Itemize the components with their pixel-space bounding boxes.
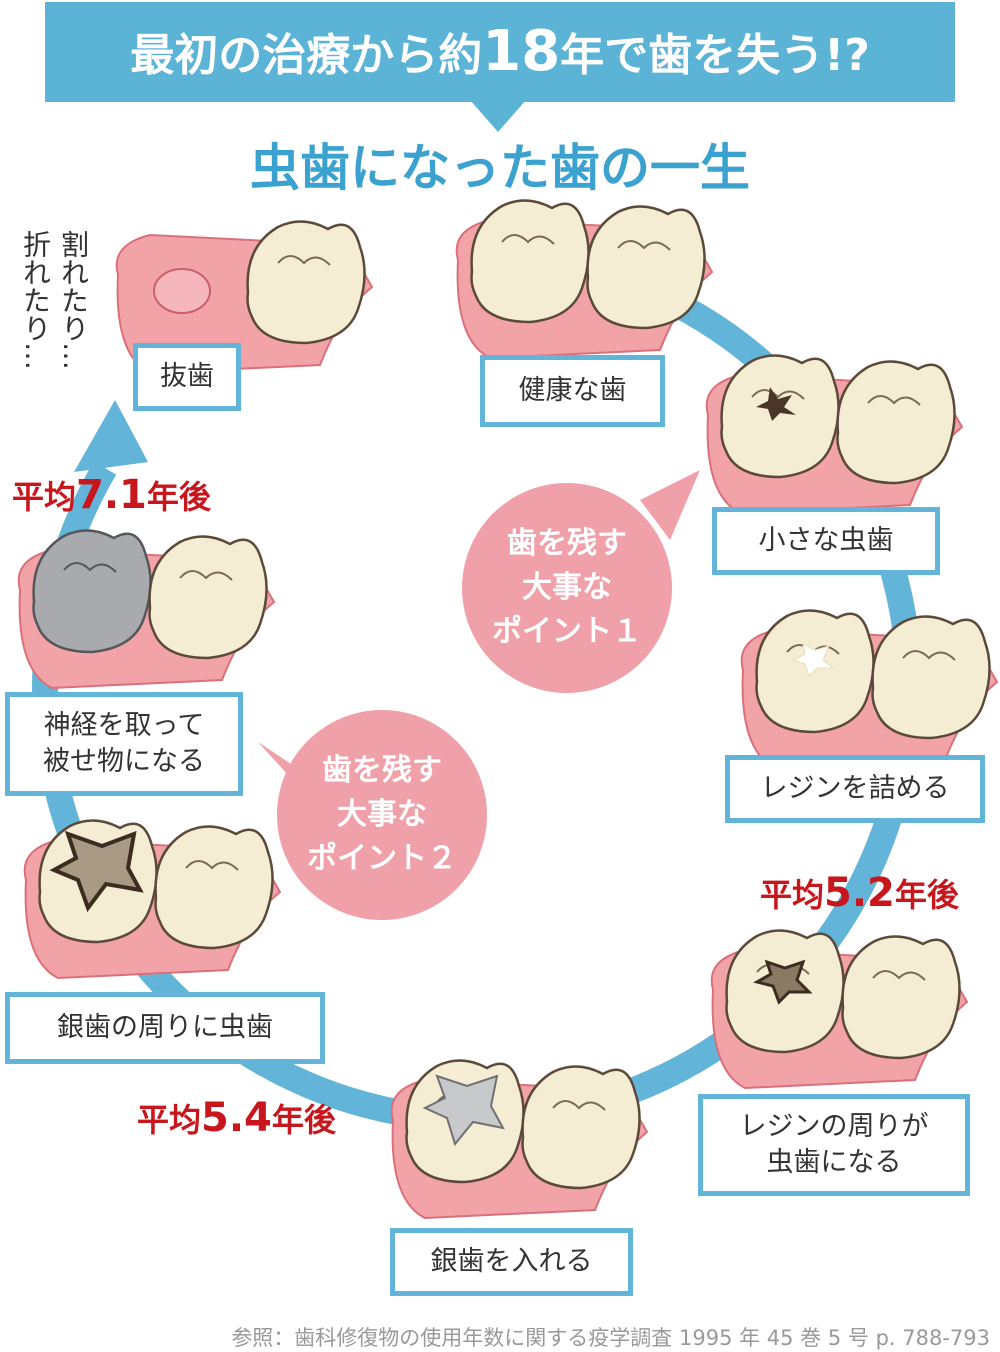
interval-label-5-4: 平均5.4年後: [137, 1095, 336, 1141]
tooth-crown-illustration: [17, 529, 275, 689]
stage-label-small-cavity: 小さな虫歯: [712, 507, 940, 575]
page-subtitle: 虫歯になった歯の一生: [250, 139, 750, 197]
cycle-arrowhead: [74, 400, 148, 472]
point-1-bubble-tail: [640, 470, 700, 540]
tooth-resin-decay-illustration: [710, 929, 968, 1089]
interval-value: 7.1: [76, 472, 147, 518]
interval-value: 5.4: [201, 1095, 272, 1141]
tooth-extracted-illustration: [115, 220, 374, 374]
tooth-small-cavity-illustration: [705, 354, 963, 514]
interval-suffix: 年後: [271, 1101, 336, 1139]
stage-label-resin-decay: レジンの周りが 虫歯になる: [698, 1094, 970, 1196]
title-banner-pointer: [470, 100, 526, 132]
stage-label-crown: 神経を取って 被せ物になる: [5, 692, 243, 796]
banner-title: 最初の治療から約18年で歯を失う!?: [45, 2, 955, 102]
key-point-1-bubble: 歯を残す 大事な ポイント１: [462, 483, 672, 693]
interval-value: 5.2: [824, 870, 895, 916]
stage-label-silver-decay: 銀歯の周りに虫歯: [5, 992, 325, 1064]
banner-title-suffix: 年で歯を失う!?: [560, 30, 870, 81]
interval-prefix: 平均: [137, 1101, 202, 1139]
title-banner: [45, 2, 955, 102]
reference-citation: 参照：歯科修復物の使用年数に関する疫学調査 1995 年 45 巻 5 号 p.…: [231, 1326, 990, 1350]
stage-label-silver-inlay: 銀歯を入れる: [390, 1228, 633, 1296]
tooth-silver-decay-illustration: [23, 819, 281, 979]
key-point-2-bubble: 歯を残す 大事な ポイント２: [277, 710, 487, 920]
interval-suffix: 年後: [894, 876, 959, 914]
stage-label-resin-filling: レジンを詰める: [725, 755, 985, 823]
interval-label-7-1: 平均7.1年後: [12, 472, 211, 518]
interval-prefix: 平均: [760, 876, 825, 914]
side-note: 割れたり… 折れたり…: [19, 230, 90, 370]
interval-suffix: 年後: [146, 478, 211, 516]
stage-label-extraction: 抜歯: [133, 343, 241, 411]
stage-label-healthy-tooth: 健康な歯: [480, 355, 665, 427]
banner-title-prefix: 最初の治療から約: [130, 30, 483, 81]
interval-label-5-2: 平均5.2年後: [760, 870, 959, 916]
tooth-resin-illustration: [740, 609, 998, 769]
tooth-silver-inlay-illustration: [390, 1059, 648, 1219]
interval-prefix: 平均: [12, 478, 77, 516]
banner-title-number: 18: [482, 19, 561, 84]
